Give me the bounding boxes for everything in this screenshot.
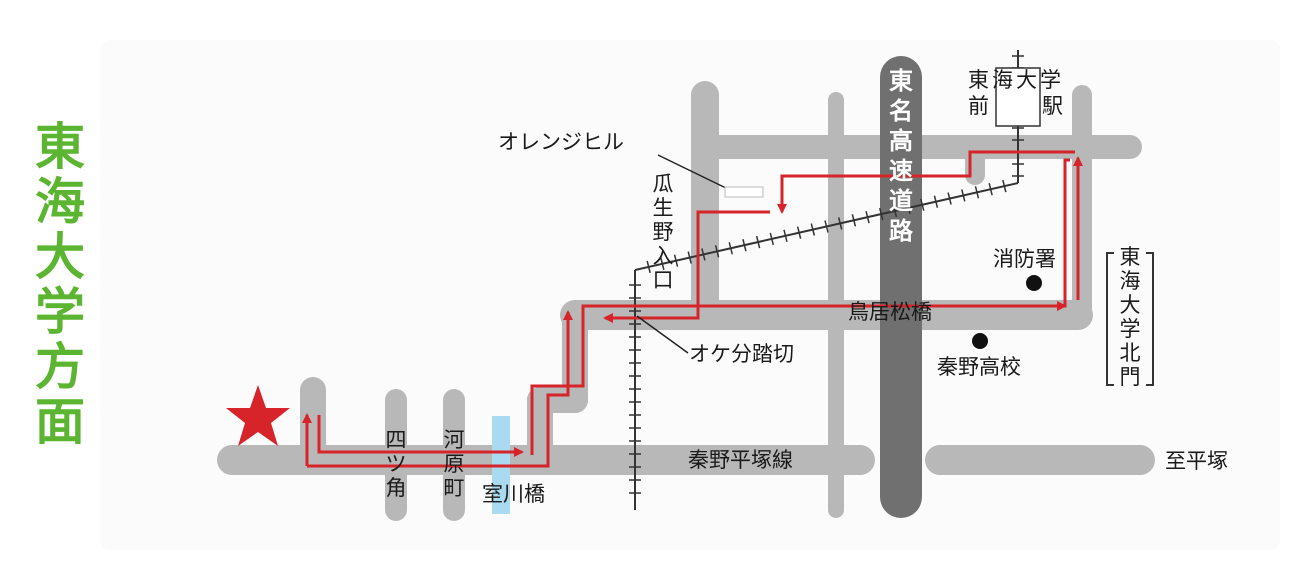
north-gate-bracket-right — [1146, 252, 1154, 386]
route-line-west — [777, 150, 1075, 214]
yotsukado-char: 四 — [385, 428, 407, 452]
route-line-left-loop — [317, 415, 524, 457]
yotsukado-char: 角 — [385, 476, 407, 500]
rail-tie — [947, 192, 952, 205]
urinoiriguchi-char: 口 — [652, 268, 674, 292]
highway-label: 東名高速道路 — [884, 66, 918, 246]
highway-char: 高 — [889, 127, 913, 155]
direction-title: 東海大学方面 — [30, 120, 90, 450]
urinoiriguchi-label: 瓜生野入口 — [650, 172, 676, 292]
rail-tie — [728, 242, 733, 255]
north-gate-char: 海 — [1119, 269, 1141, 293]
north-gate-char: 北 — [1119, 341, 1141, 365]
north-gate-char: 東 — [1119, 245, 1141, 269]
rail-tie — [755, 235, 761, 249]
highway-char: 東 — [889, 67, 913, 95]
highway-char: 路 — [889, 217, 913, 245]
north-gate-bracket-left — [1106, 252, 1114, 386]
north-gate-label: 東海大学北門 — [1110, 245, 1150, 389]
roads — [217, 81, 1155, 521]
urinoiriguchi-char: 入 — [652, 244, 674, 268]
route-line-hook — [603, 210, 770, 323]
rail-tie — [837, 217, 843, 230]
direction-title-char: 面 — [35, 393, 85, 451]
urinoiriguchi-char: 生 — [652, 196, 674, 220]
rail-tie — [742, 238, 747, 252]
direction-title-char: 大 — [35, 228, 85, 286]
rail-tie — [673, 254, 679, 267]
highway-char: 道 — [889, 187, 913, 215]
station-label-line2: 前駅 — [968, 94, 1066, 118]
direction-title-char: 学 — [35, 283, 85, 341]
rail-tie — [660, 257, 665, 270]
school-dot-icon — [972, 333, 988, 349]
rail-tie — [796, 226, 802, 239]
route — [302, 150, 1083, 468]
route-line-step — [307, 310, 573, 468]
crossing-leader — [636, 315, 689, 354]
rail-tie — [851, 214, 857, 227]
urinoiriguchi-char: 瓜 — [652, 172, 674, 196]
rail-tie — [892, 204, 898, 218]
rail-tie — [714, 245, 720, 258]
highway — [880, 56, 922, 518]
north-gate-char: 大 — [1119, 293, 1141, 317]
railway — [629, 50, 1024, 510]
fire-station-dot-icon — [1026, 275, 1042, 291]
hiratsuka-label: 至平塚 — [1165, 449, 1228, 473]
station-label-line1: 東海大学 — [968, 68, 1064, 92]
rail-tie — [961, 189, 966, 202]
kawaramachi-char: 原 — [443, 452, 465, 476]
north-gate-char: 学 — [1119, 317, 1141, 341]
rail-tie — [920, 198, 925, 211]
highway-char: 速 — [889, 157, 913, 185]
murokawa-bridge-label: 室川橋 — [482, 482, 545, 506]
kawaramachi-char: 河 — [443, 428, 465, 452]
rail-tie — [810, 223, 816, 236]
rail-tie — [933, 195, 939, 208]
orange-hill-label: オレンジヒル — [498, 130, 624, 154]
fire-station-label: 消防署 — [993, 247, 1056, 271]
okebun-crossing-label: オケ分踏切 — [689, 342, 794, 366]
rail-tie — [701, 248, 706, 261]
yotsukado-label: 四ツ角 — [383, 428, 409, 500]
orange-hill-leader — [657, 154, 731, 191]
direction-title-char: 東 — [35, 118, 85, 176]
north-gate-char: 門 — [1119, 365, 1141, 389]
orange-hill-marker — [724, 186, 764, 198]
urinoiriguchi-char: 野 — [652, 220, 674, 244]
rail-tie — [783, 229, 788, 243]
highway-char: 名 — [889, 97, 913, 125]
yotsukado-char: ツ — [385, 452, 407, 476]
kawaramachi-char: 町 — [443, 476, 465, 500]
rail-tie — [906, 201, 911, 215]
star-marker-icon — [226, 385, 290, 446]
hadano-high-label: 秦野高校 — [937, 355, 1021, 379]
rail-tie — [988, 183, 993, 196]
kawaramachi-label: 河原町 — [441, 428, 467, 500]
station-frame — [995, 67, 1041, 127]
rail-tie — [646, 260, 651, 274]
torii-bridge-label: 鳥居松橋 — [848, 300, 932, 324]
rail-tie — [974, 186, 980, 199]
rail-tie — [769, 232, 775, 246]
rail-tie — [1002, 179, 1007, 193]
direction-title-char: 方 — [35, 338, 85, 396]
direction-title-char: 海 — [35, 173, 85, 231]
rail-tie — [878, 207, 884, 221]
rail-tie — [824, 220, 829, 233]
rail-tie — [687, 251, 692, 264]
main-road-label: 秦野平塚線 — [688, 448, 793, 472]
rail-tie — [865, 210, 870, 224]
